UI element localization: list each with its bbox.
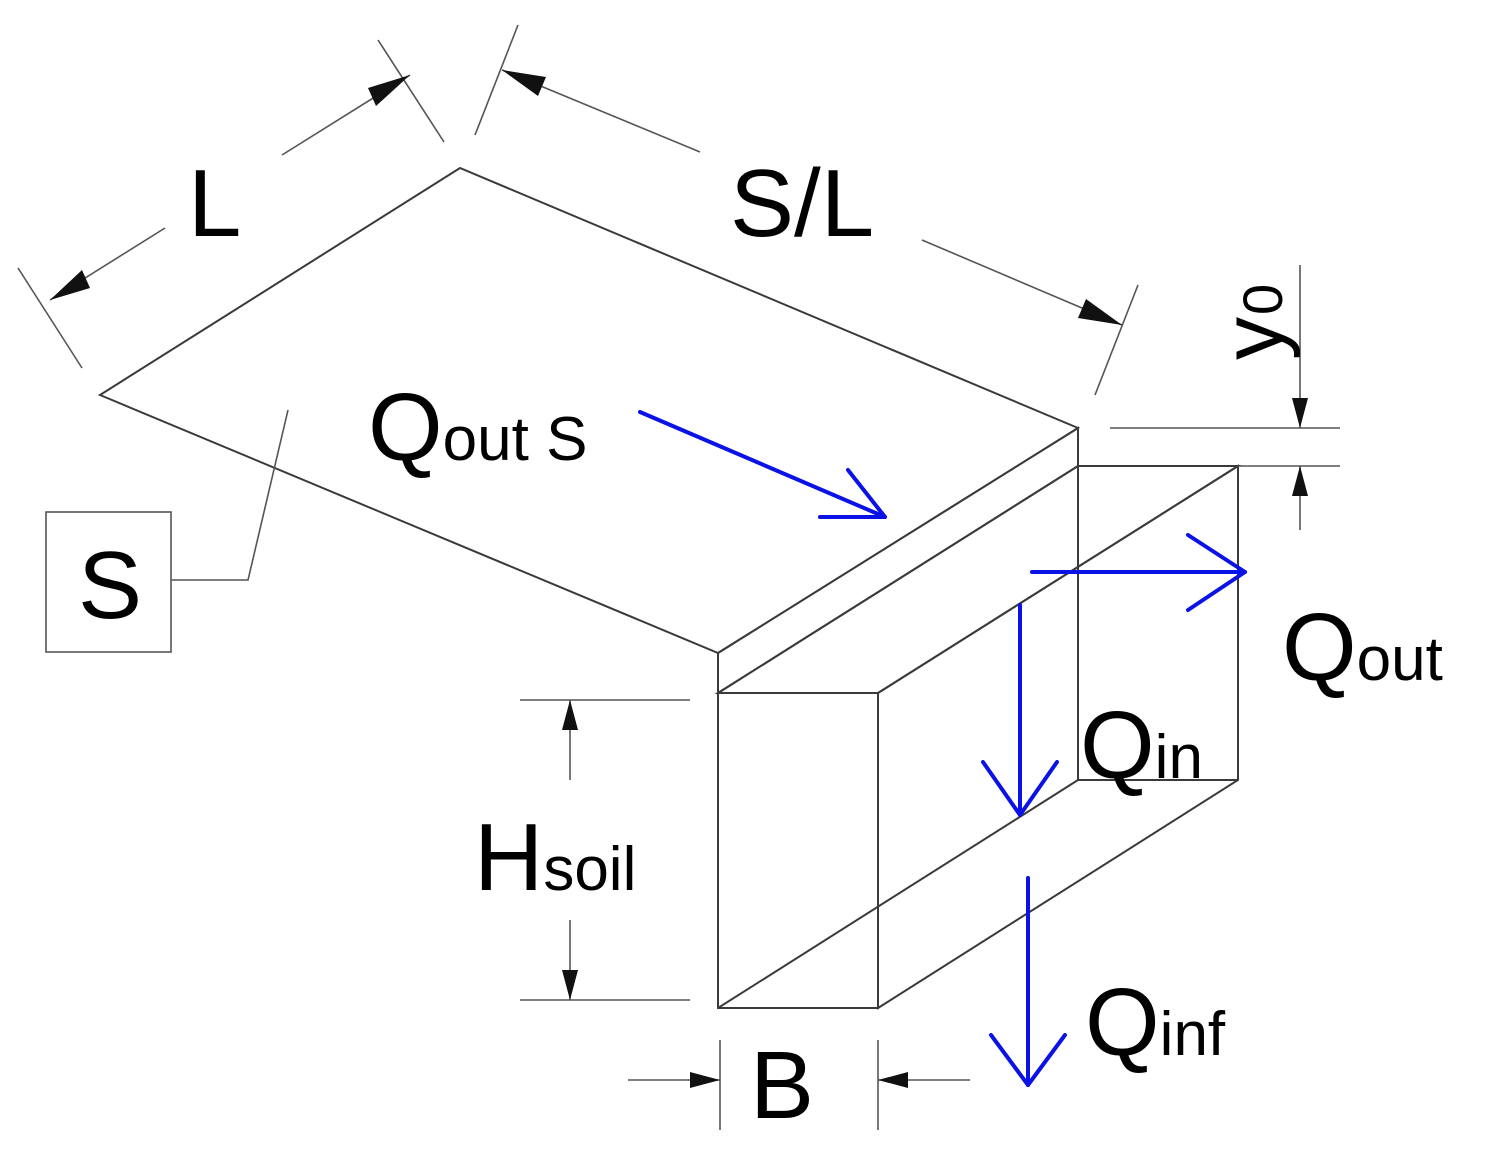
label-Qout-S-sub: out S bbox=[443, 405, 588, 474]
svg-text:Qout S: Qout S bbox=[368, 374, 587, 481]
label-Qout-S: Q bbox=[368, 374, 443, 481]
label-Qout: Q bbox=[1282, 594, 1357, 701]
label-S: S bbox=[78, 532, 142, 639]
svg-text:Hsoil: Hsoil bbox=[474, 804, 636, 911]
dimension-L: L bbox=[17, 39, 445, 369]
label-Qin-sub: in bbox=[1155, 723, 1203, 792]
dimension-S-over-L: S/L bbox=[474, 24, 1139, 396]
label-Hsoil-sub: soil bbox=[543, 835, 636, 904]
surface-label-S: S bbox=[45, 409, 289, 653]
label-Qinf: Q bbox=[1085, 969, 1160, 1076]
label-L: L bbox=[188, 150, 241, 257]
flow-arrow-Qout bbox=[1030, 533, 1247, 612]
label-Hsoil: H bbox=[474, 804, 543, 911]
dimension-Hsoil: Hsoil bbox=[474, 699, 690, 1001]
svg-text:Qin: Qin bbox=[1080, 692, 1203, 799]
svg-text:Qinf: Qinf bbox=[1085, 969, 1226, 1076]
label-Qin: Q bbox=[1080, 692, 1155, 799]
label-Qinf-sub: inf bbox=[1160, 1000, 1226, 1069]
flow-arrow-Qinf bbox=[989, 876, 1067, 1087]
label-S-over-L: S/L bbox=[730, 150, 874, 257]
svg-text:y0: y0 bbox=[1205, 284, 1301, 360]
flow-arrow-Qout-S bbox=[638, 410, 887, 519]
flow-arrow-Qin bbox=[981, 603, 1059, 817]
dimension-y0: y0 bbox=[1110, 265, 1340, 530]
label-Qout-sub: out bbox=[1357, 625, 1443, 694]
label-B: B bbox=[750, 1032, 814, 1139]
trench-top-face bbox=[714, 465, 1242, 694]
dimension-B: B bbox=[628, 1032, 970, 1139]
trench-front-face bbox=[717, 692, 879, 1009]
label-y0: y bbox=[1205, 317, 1301, 360]
label-y0-sub: 0 bbox=[1231, 284, 1294, 315]
svg-text:Qout: Qout bbox=[1282, 594, 1443, 701]
